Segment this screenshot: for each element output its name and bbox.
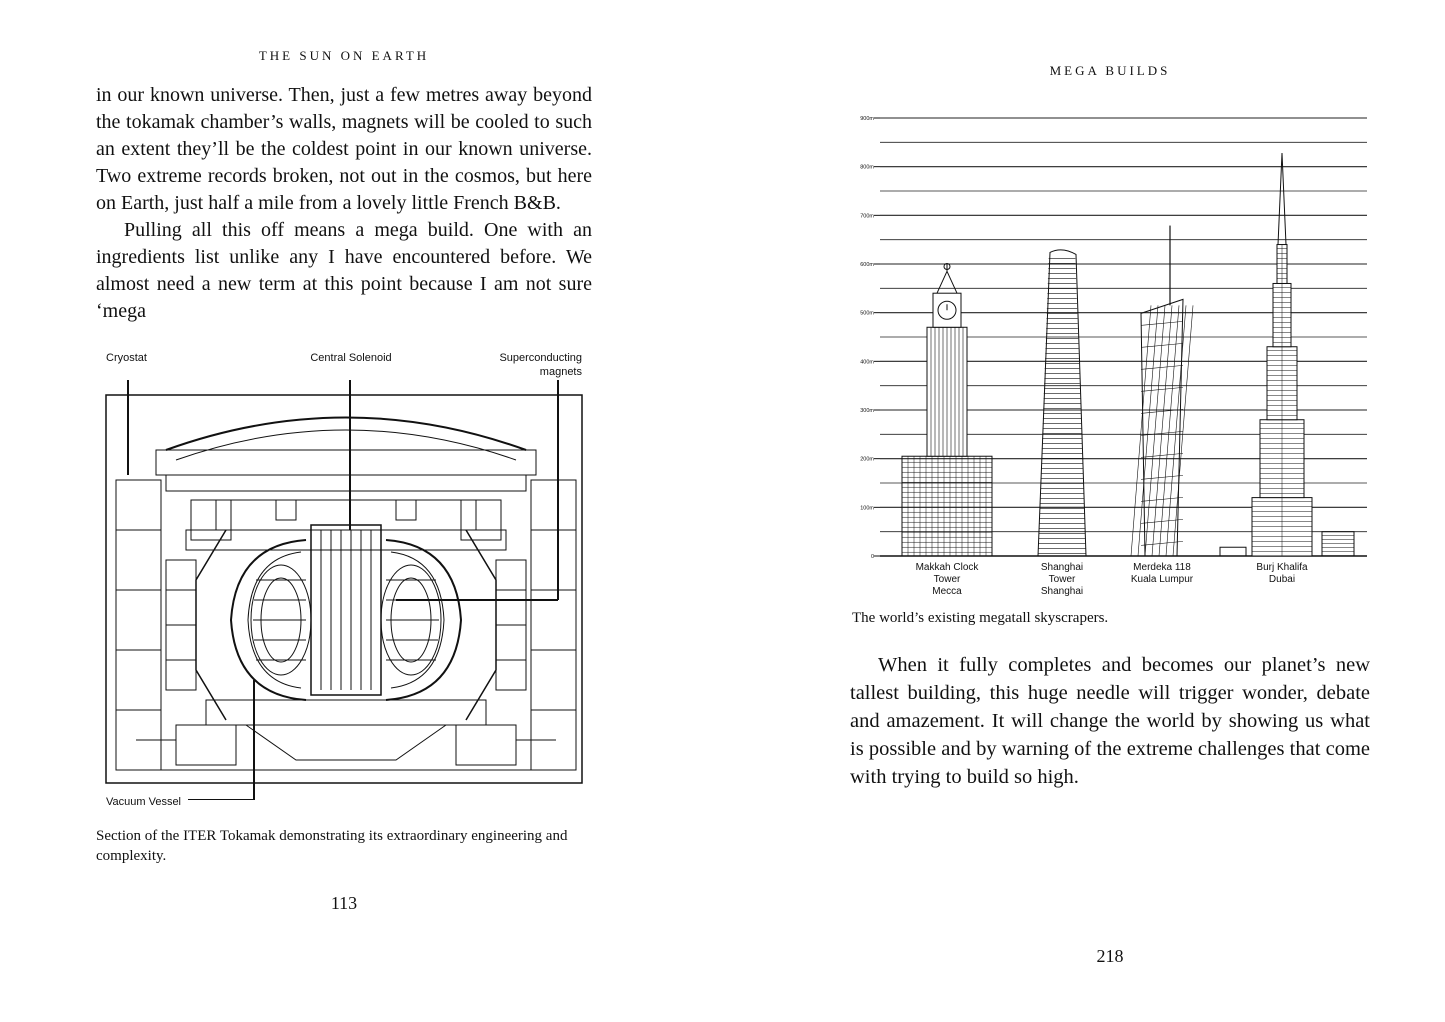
y-tick-label: 600m [860,262,874,268]
running-head: MEGA BUILDS [1049,63,1171,78]
paragraph: Pulling all this off means a mega build.… [96,219,592,322]
category-label: Shanghai [1041,586,1083,597]
figure-caption: Section of the ITER Tokamak demonstratin… [96,828,568,864]
skyscraper-chart: 900m 800m 700m 600m 500m 400m 300m 200m 100m 0 Ma… [860,116,1367,597]
building-bar [1037,249,1087,557]
y-tick-label: 300m [860,408,874,414]
category-label: Merdeka 118 [1133,562,1191,573]
category-label: Makkah Clock [916,562,980,573]
body-text: When it fully completes and becomes our … [850,651,1370,791]
category-label: Shanghai [1041,562,1083,573]
y-tick-label: 700m [860,213,874,219]
category-label: Tower [934,574,961,585]
y-tick-label: 0 [871,554,874,560]
label-cryostat: Cryostat [106,352,147,364]
page-number: 218 [1096,946,1124,966]
right-page: MEGA BUILDS 900m 800m 700m 600m 500m 400m 300m… [722,0,1445,1022]
building-bar [1219,153,1355,557]
paragraph: When it fully completes and becomes our … [850,654,1370,788]
label-vacuum-vessel: Vacuum Vessel [106,796,182,808]
y-tick-label: 400m [860,359,874,365]
paragraph: in our known universe. Then, just a few … [96,84,592,214]
y-tick-label: 900m [860,116,874,122]
category-label: Dubai [1269,574,1295,585]
y-tick-label: 500m [860,311,874,317]
body-text: in our known universe. Then, just a few … [96,82,592,325]
label-central-solenoid: Central Solenoid [310,352,392,364]
y-tick-label: 200m [860,457,874,463]
category-label: Mecca [932,586,962,597]
page-number: 113 [330,893,358,913]
y-tick-label: 100m [860,505,874,511]
y-tick-label: 800m [860,165,874,171]
category-label: Tower [1049,574,1076,585]
running-head: THE SUN ON EARTH [258,48,430,63]
building-bar [1130,225,1194,557]
left-page: THE SUN ON EARTH in our known universe. … [0,0,722,1022]
category-label: Kuala Lumpur [1131,574,1194,585]
chart-caption: The world’s existing megatall skyscraper… [852,610,1109,626]
label-superconducting-magnets: Superconducting magnets [499,352,582,378]
category-label: Burj Khalifa [1256,562,1308,573]
tokamak-illustration [105,380,583,800]
building-bar [901,263,993,557]
